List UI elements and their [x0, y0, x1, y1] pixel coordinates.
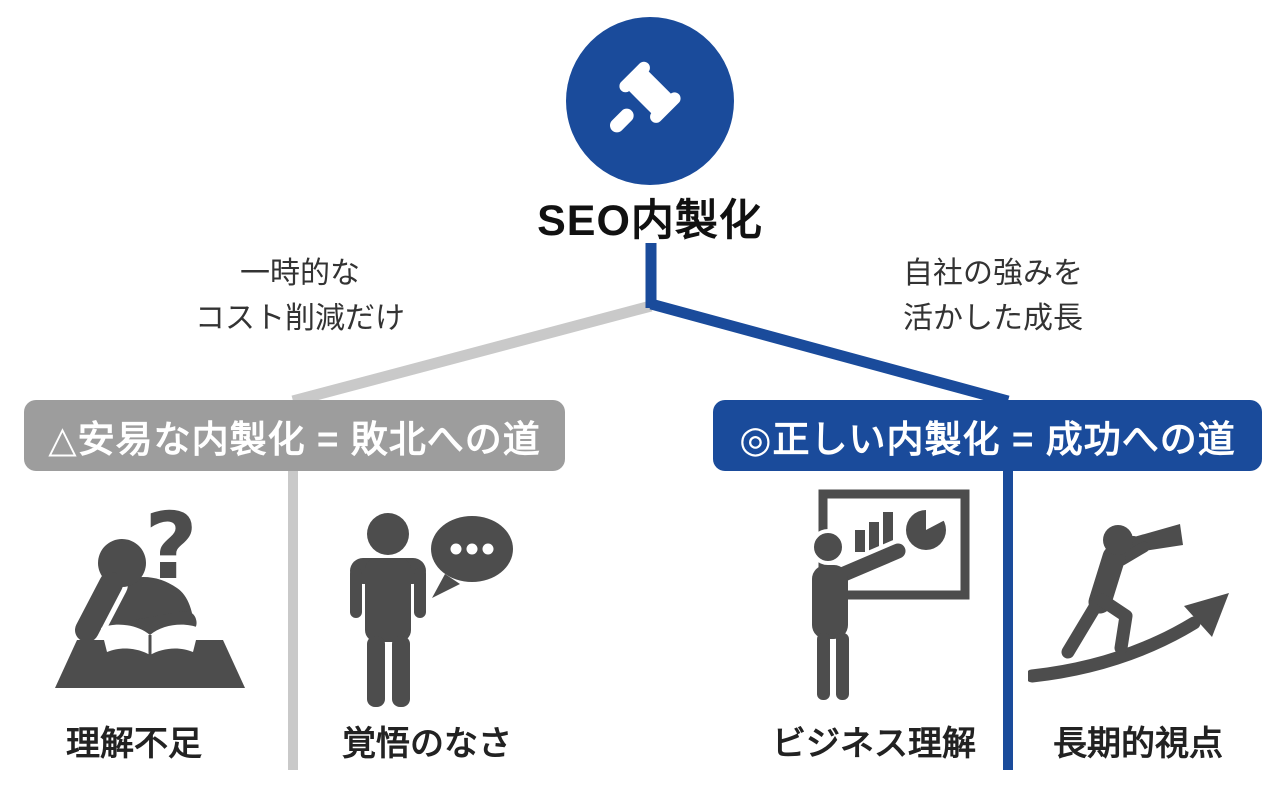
left-branch-note: 一時的な コスト削減だけ: [135, 251, 465, 341]
center-circle: [566, 17, 734, 185]
item-label: 長期的視点: [1053, 725, 1223, 763]
right-column-divider: [1003, 471, 1013, 770]
left-note-line1: 一時的な: [240, 257, 360, 290]
telescope-climber-arrow-icon: [1028, 524, 1229, 683]
item-label: 覚悟のなさ: [342, 725, 512, 763]
item-label: ビジネス理解: [772, 725, 976, 763]
left-branch-line: [291, 300, 653, 407]
success-path-banner: ◎正しい内製化 = 成功への道: [713, 400, 1262, 471]
studying-person-question-icon: ?: [55, 493, 245, 688]
presenter-whiteboard-chart-icon: [810, 489, 970, 700]
right-note-line1: 自社の強みを: [903, 257, 1083, 290]
page-title: SEO内製化: [537, 197, 763, 245]
failure-path-banner: △安易な内製化 = 敗北への道: [24, 400, 565, 471]
right-branch-note: 自社の強みを 活かした成長: [828, 251, 1158, 341]
gavel-icon: [609, 61, 681, 133]
left-note-line2: コスト削減だけ: [195, 302, 405, 335]
left-column-divider: [288, 471, 298, 770]
right-note-line2: 活かした成長: [903, 302, 1083, 335]
item-label: 理解不足: [66, 725, 202, 763]
person-speech-bubble-icon: [350, 513, 513, 707]
right-branch-line: [649, 298, 1010, 407]
